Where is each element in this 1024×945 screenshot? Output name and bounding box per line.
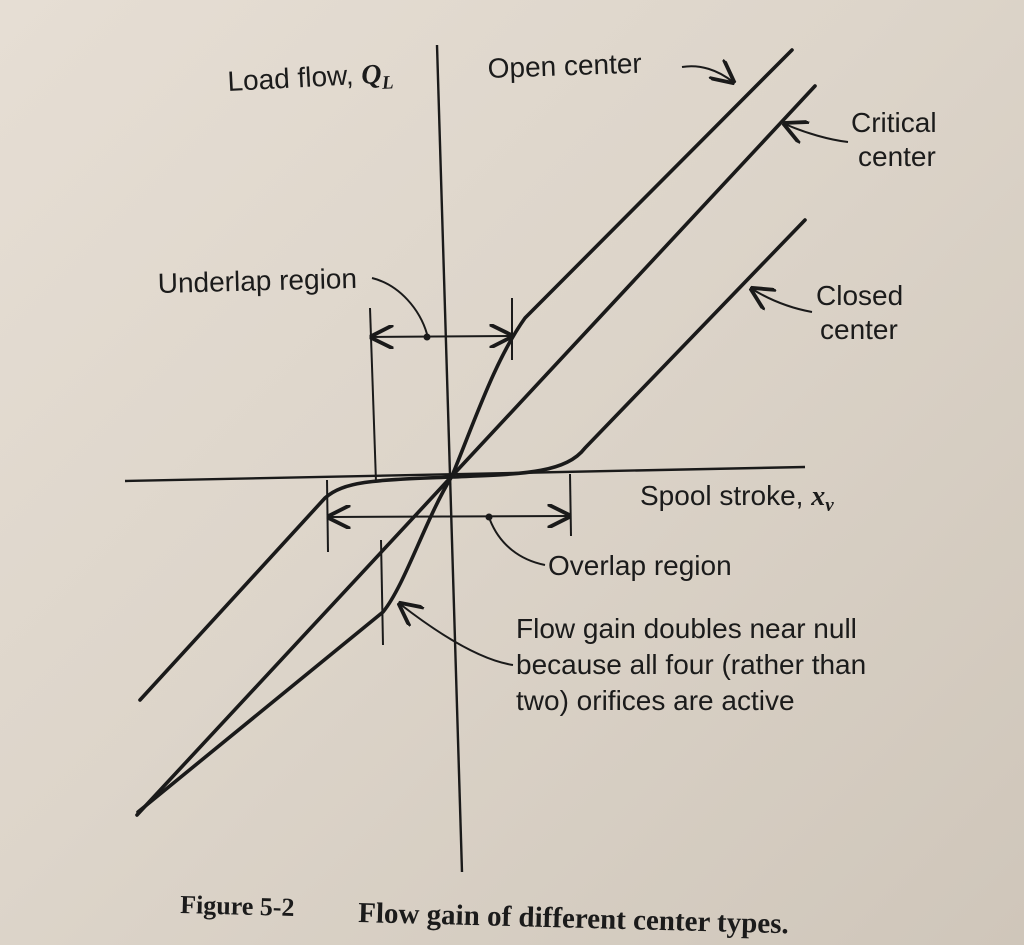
- caption-number: Figure 5-2: [180, 890, 295, 922]
- y-axis-subscript: L: [380, 72, 394, 94]
- x-axis-symbol: x: [810, 481, 825, 512]
- open-center-label: Open center: [487, 48, 642, 84]
- underlap-leader: [371, 277, 428, 335]
- x-axis-label-text: Spool stroke,: [640, 480, 811, 511]
- y-axis-label-text: Load flow,: [227, 59, 362, 97]
- note-line-1: Flow gain doubles near null: [516, 613, 857, 644]
- overlap-left-tick: [326, 479, 329, 553]
- null-tick: [380, 539, 384, 646]
- closed-center-leader: [752, 289, 813, 313]
- underlap-left-tick: [369, 307, 377, 483]
- critical-center-label-line2: center: [858, 141, 936, 172]
- critical-center-leader: [785, 124, 849, 142]
- underlap-region-label: Underlap region: [157, 263, 357, 299]
- open-center-leader: [681, 66, 733, 82]
- caption-text: Flow gain of different center types.: [358, 897, 789, 940]
- closed-center-curve: [138, 218, 807, 702]
- overlap-leader: [489, 519, 546, 566]
- y-axis-label: Load flow, QL: [227, 57, 394, 102]
- underlap-dot: [423, 333, 431, 341]
- x-axis-subscript: v: [825, 495, 834, 516]
- note-line-2: because all four (rather than: [516, 649, 866, 680]
- note-line-3: two) orifices are active: [516, 685, 795, 716]
- y-axis: [435, 44, 464, 873]
- closed-center-label-line1: Closed: [816, 280, 903, 311]
- overlap-region-label: Overlap region: [548, 550, 732, 581]
- overlap-dimension-arrow: [329, 516, 569, 517]
- underlap-dimension-arrow: [372, 336, 511, 337]
- overlap-dot: [485, 513, 493, 521]
- x-axis: [124, 465, 806, 483]
- critical-center-label-line1: Critical: [851, 107, 937, 138]
- closed-center-label-line2: center: [820, 314, 898, 345]
- y-axis-symbol: Q: [360, 59, 382, 91]
- overlap-right-tick: [569, 473, 572, 537]
- x-axis-label: Spool stroke, xv: [640, 480, 834, 516]
- note-leader: [400, 604, 514, 666]
